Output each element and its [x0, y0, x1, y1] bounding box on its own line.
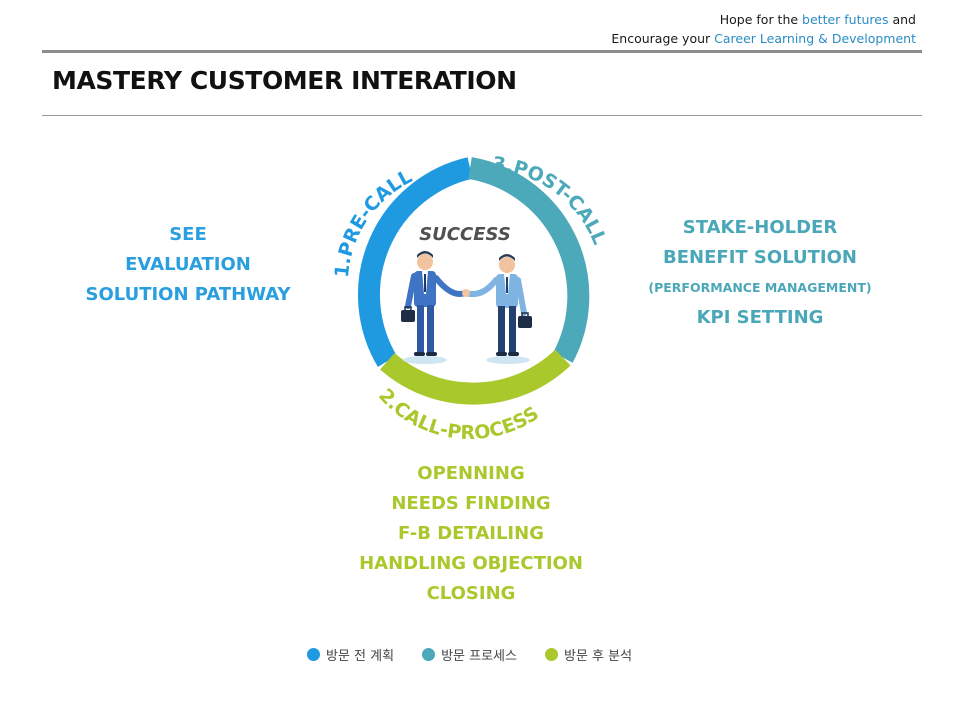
- legend-label: 방문 프로세스: [441, 649, 517, 664]
- legend-item-pre-call: 방문 전 계획: [307, 645, 394, 664]
- legend-label: 방문 전 계획: [326, 649, 395, 664]
- legend: 방문 전 계획 방문 프로세스 방문 후 분석: [307, 645, 632, 664]
- post-call-text-block: STAKE-HOLDER BENEFIT SOLUTION (PERFORMAN…: [630, 213, 890, 333]
- legend-item-post-call: 방문 후 분석: [544, 645, 633, 664]
- legend-dot: [544, 648, 558, 661]
- tagline: Hope for the better futures and Encourag…: [611, 10, 916, 48]
- legend-label: 방문 후 분석: [563, 649, 633, 664]
- ring-segment-post-call: [468, 157, 590, 363]
- ring-segment-pre-call: [358, 157, 473, 367]
- tagline-text: and: [888, 12, 916, 27]
- ring-segment-call-process: [380, 349, 571, 405]
- title-divider: [42, 115, 922, 116]
- call-process-item: OPENNING: [417, 463, 525, 484]
- center-success-label: SUCCESS: [419, 224, 511, 245]
- cycle-diagram: 1.PRE-CALL 3.POST-CALL 2.CALL-PROCESS SU…: [331, 153, 611, 444]
- post-call-item: BENEFIT SOLUTION: [663, 247, 857, 268]
- call-process-item: NEEDS FINDING: [391, 493, 551, 514]
- legend-item-call-process: 방문 프로세스: [422, 645, 517, 664]
- pre-call-item: EVALUATION: [125, 254, 251, 275]
- tagline-highlight: Career Learning & Development: [714, 31, 916, 46]
- post-call-item: KPI SETTING: [696, 307, 824, 328]
- legend-dot: [307, 648, 320, 661]
- pre-call-text-block: SEE EVALUATION SOLUTION PATHWAY: [60, 220, 316, 310]
- pre-call-item: SOLUTION PATHWAY: [85, 284, 291, 305]
- call-process-item: CLOSING: [426, 583, 516, 604]
- tagline-line-2: Encourage your Career Learning & Develop…: [611, 29, 916, 48]
- tagline-line-1: Hope for the better futures and: [611, 10, 916, 29]
- call-process-item: HANDLING OBJECTION: [359, 553, 583, 574]
- call-process-text-block: OPENNING NEEDS FINDING F-B DETAILING HAN…: [330, 459, 612, 609]
- header-divider: [42, 50, 922, 53]
- page-title: MASTERY CUSTOMER INTERATION: [52, 66, 517, 95]
- tagline-highlight: better futures: [802, 12, 889, 27]
- tagline-text: Hope for the: [719, 12, 803, 27]
- post-call-item: STAKE-HOLDER: [682, 217, 838, 238]
- legend-dot: [422, 648, 436, 661]
- pre-call-item: SEE: [169, 224, 207, 245]
- call-process-item: F-B DETAILING: [398, 523, 544, 544]
- handshake-illustration: [401, 251, 532, 364]
- tagline-text: Encourage your: [611, 31, 715, 46]
- post-call-item: (PERFORMANCE MANAGEMENT): [648, 280, 872, 295]
